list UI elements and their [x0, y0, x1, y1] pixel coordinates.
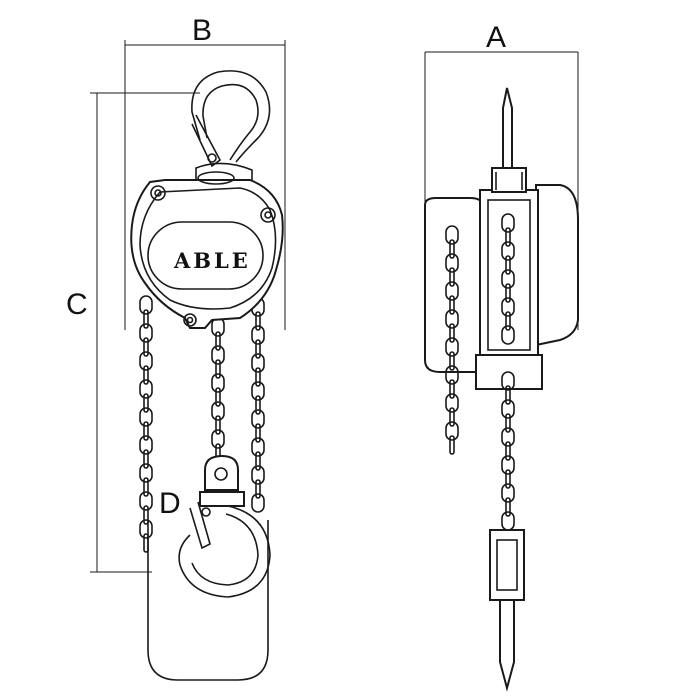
- dimension-label-b: B: [192, 14, 212, 47]
- side-load-chain-lower-link: [505, 385, 511, 405]
- brand-logo: ABLE: [173, 248, 251, 273]
- side-hand-chain-link: [445, 365, 459, 385]
- front-hand-chain-left-link: [139, 407, 153, 427]
- side-hand-chain-link: [445, 337, 459, 357]
- side-hand-chain-link: [449, 323, 455, 343]
- side-bottom-plate: [475, 354, 543, 390]
- side-hand-chain-link: [445, 421, 459, 441]
- front-hand-chain-left-link: [139, 351, 153, 371]
- side-load-chain-inner-link: [505, 311, 511, 331]
- hoist-body: [130, 171, 284, 329]
- side-load-chain-inner-link: [505, 255, 511, 275]
- side-load-chain-inner-link: [501, 213, 515, 233]
- front-hand-chain-left-link: [143, 365, 149, 385]
- front-view: ABLE: [130, 70, 284, 681]
- side-gear-cover: [535, 184, 579, 347]
- side-load-chain-lower-link: [505, 497, 511, 517]
- front-hand-chain-left-link: [143, 533, 149, 553]
- hand-chain-loop: [147, 520, 269, 681]
- side-load-chain-inner-link: [501, 269, 515, 289]
- dimension-label-c: C: [66, 288, 88, 321]
- side-load-chain-lower-link: [505, 413, 511, 433]
- side-top-hook: [502, 87, 513, 169]
- side-load-chain-lower-link: [501, 399, 515, 419]
- front-load-chain-mid-link: [211, 429, 225, 449]
- side-load-chain-lower-link: [505, 441, 511, 461]
- side-chains: [445, 213, 515, 531]
- side-hand-chain-link: [449, 295, 455, 315]
- front-load-chain-mid-link: [211, 401, 225, 421]
- dimension-label-a: A: [486, 21, 506, 54]
- front-hand-chain-left-link: [143, 393, 149, 413]
- front-load-chain-right-link: [255, 339, 261, 359]
- front-hand-chain-left-link: [139, 519, 153, 539]
- front-load-chain-right-link: [251, 381, 265, 401]
- side-load-chain-lower-link: [501, 511, 515, 531]
- front-load-chain-right-link: [255, 367, 261, 387]
- front-hand-chain-left-link: [139, 463, 153, 483]
- front-hand-chain-left-link: [139, 435, 153, 455]
- side-hand-chain-link: [445, 253, 459, 273]
- front-load-chain-right-link: [255, 311, 261, 331]
- front-load-chain-mid-link: [211, 373, 225, 393]
- side-hand-chain-link: [449, 267, 455, 287]
- side-view: [424, 87, 579, 692]
- side-load-chain-lower-link: [501, 455, 515, 475]
- front-hand-chain-left-link: [139, 379, 153, 399]
- front-load-chain-right-link: [251, 437, 265, 457]
- side-load-chain-inner-link: [501, 241, 515, 261]
- bottom-hook: [178, 454, 271, 598]
- side-hand-chain-link: [449, 379, 455, 399]
- front-load-chain-mid-link: [211, 345, 225, 365]
- side-load-chain-inner-link: [501, 325, 515, 345]
- front-load-chain-right-link: [255, 423, 261, 443]
- top-hook: [191, 70, 271, 183]
- side-hand-chain-link: [445, 393, 459, 413]
- front-hand-chain-left-link: [143, 477, 149, 497]
- side-hand-chain-link: [449, 435, 455, 455]
- side-load-chain-lower-link: [501, 371, 515, 391]
- side-hand-chain-link: [449, 351, 455, 371]
- side-hand-chain-link: [445, 281, 459, 301]
- dimension-lines: [90, 40, 579, 573]
- front-load-chain-mid-link: [215, 359, 221, 379]
- front-load-chain-right-link: [251, 409, 265, 429]
- side-hand-chain-link: [449, 407, 455, 427]
- front-load-chain-right-link: [255, 479, 261, 499]
- side-load-chain-lower-link: [501, 483, 515, 503]
- front-load-chain-mid-link: [215, 387, 221, 407]
- side-load-chain-inner-link: [505, 227, 511, 247]
- front-load-chain-right-link: [255, 395, 261, 415]
- front-hand-chain-left-link: [139, 491, 153, 511]
- front-load-chain-right-link: [251, 465, 265, 485]
- side-bottom-hook: [499, 599, 515, 692]
- front-hand-chain-left-link: [139, 295, 153, 315]
- side-load-chain-lower-link: [501, 427, 515, 447]
- side-load-chain-inner-link: [501, 297, 515, 317]
- front-load-chain-right-link: [251, 325, 265, 345]
- front-chains: [139, 295, 265, 553]
- front-hand-chain-left-link: [143, 421, 149, 441]
- front-hand-chain-left-link: [143, 337, 149, 357]
- side-load-chain-inner-link: [505, 283, 511, 303]
- front-load-chain-mid-link: [215, 415, 221, 435]
- front-load-chain-right-link: [255, 451, 261, 471]
- front-load-chain-mid-link: [215, 331, 221, 351]
- front-hand-chain-left-link: [143, 505, 149, 525]
- side-hand-chain-link: [445, 309, 459, 329]
- side-load-chain-lower-link: [505, 469, 511, 489]
- front-hand-chain-left-link: [139, 323, 153, 343]
- dimension-label-d: D: [159, 487, 181, 520]
- front-load-chain-right-link: [251, 493, 265, 513]
- side-hand-chain-link: [449, 239, 455, 259]
- front-load-chain-right-link: [251, 353, 265, 373]
- side-hand-chain-link: [445, 225, 459, 245]
- front-hand-chain-left-link: [143, 449, 149, 469]
- front-hand-chain-left-link: [143, 309, 149, 329]
